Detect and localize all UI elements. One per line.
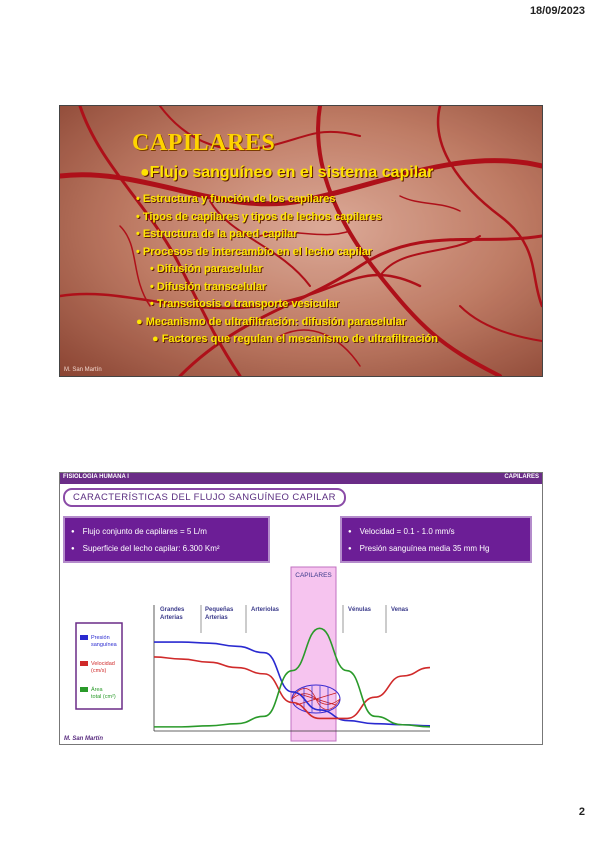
slide-subtitle: ●Flujo sanguíneo en el sistema capilar: [140, 164, 434, 181]
topic-subitem: • Transcitosis o transporte vesicular: [150, 298, 340, 310]
slide-author: M. San Martín: [64, 367, 102, 373]
topic-list: • Estructura y función de los capilares …: [136, 191, 438, 349]
segment-label: CAPILARES: [295, 572, 332, 579]
topic-subitem: ● Factores que regulan el mecanismo de u…: [152, 333, 438, 345]
info-item: Superficie del lecho capilar: 6.300 Km²: [71, 541, 268, 558]
topic-item: ● Mecanismo de ultrafiltración: difusión…: [136, 315, 407, 328]
series-line-velocity: [153, 656, 431, 720]
topic-item: • Estructura de la pared capilar: [136, 228, 298, 240]
series-line-pressure: [154, 641, 431, 727]
segment-label: Arteriolas: [251, 607, 280, 613]
legend-swatch: [80, 661, 88, 666]
info-item: Presión sanguínea media 35 mm Hg: [348, 541, 530, 558]
capillary-network-image: [60, 106, 542, 376]
segment-label: Venas: [391, 607, 409, 613]
slide-title: CARACTERÍSTICAS DEL FLUJO SANGUÍNEO CAPI…: [63, 488, 346, 507]
topic-item: • Tipos de capilares y tipos de lechos c…: [136, 210, 382, 223]
slide-header-bar: FISIOLOGÍA HUMANA I CAPILARES: [60, 473, 542, 484]
segment-label: Vénulas: [348, 607, 372, 613]
print-date: 18/09/2023: [529, 5, 585, 17]
capillaries-band: [290, 566, 337, 742]
topic-subitem: • Difusión transcelular: [150, 280, 267, 293]
topic-item: • Estructura y función de los capilares: [136, 193, 336, 205]
info-item: Velocidad = 0.1 - 1.0 mm/s: [348, 524, 530, 541]
course-name: FISIOLOGÍA HUMANA I: [63, 474, 129, 480]
topic-item: • Procesos de intercambio en el lecho ca…: [136, 245, 373, 258]
slide-author: M. San Martín: [64, 736, 104, 742]
series-line-area: [154, 627, 431, 728]
page-number: 2: [578, 806, 585, 818]
slide-flujo-capilar: FISIOLOGÍA HUMANA I CAPILARES CARACTERÍS…: [59, 472, 543, 745]
topic-subitem: • Difusión paracelular: [150, 263, 263, 275]
info-item: Flujo conjunto de capilares = 5 L/m: [71, 524, 268, 541]
slide-capilares-index: CAPILARES ●Flujo sanguíneo en el sistema…: [59, 105, 543, 377]
section-name: CAPILARES: [504, 474, 539, 480]
info-box-velocity: Velocidad = 0.1 - 1.0 mm/s Presión sangu…: [340, 516, 532, 563]
info-box-flow: Flujo conjunto de capilares = 5 L/m Supe…: [63, 516, 270, 563]
slide-title: CAPILARES: [132, 130, 276, 156]
legend-swatch: [80, 635, 88, 640]
legend-swatch: [80, 687, 88, 692]
